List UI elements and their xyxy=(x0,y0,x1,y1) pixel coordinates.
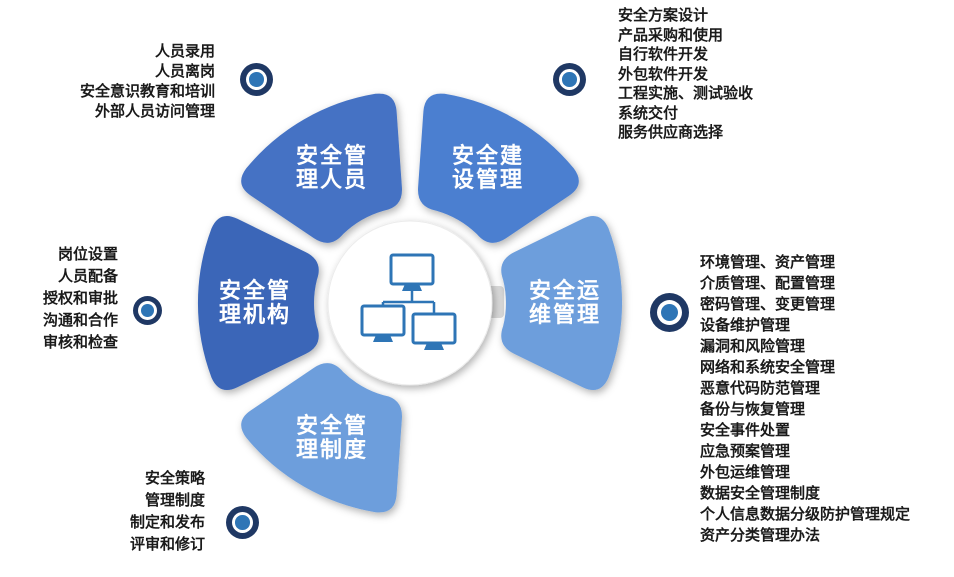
petal-label-security-institution: 安全管 理制度 xyxy=(296,414,368,462)
list-item: 环境管理、资产管理 xyxy=(700,254,836,271)
list-item: 应急预案管理 xyxy=(700,443,791,460)
list-item: 外部人员访问管理 xyxy=(94,103,215,120)
petal-security-organization xyxy=(197,215,319,391)
list-item: 漏洞和风险管理 xyxy=(700,338,806,355)
monitor-icon xyxy=(411,312,457,350)
list-item: 外包软件开发 xyxy=(618,65,709,83)
list-item: 网络和系统安全管理 xyxy=(700,359,836,376)
petal-label-line: 安全管 xyxy=(218,278,292,303)
list-item: 个人信息数据分级防护管理规定 xyxy=(700,506,911,523)
petal-label-line: 安全运 xyxy=(528,278,602,303)
list-item: 自行软件开发 xyxy=(618,46,709,63)
list-item: 安全策略 xyxy=(144,470,205,487)
list-item: 安全意识教育和培训 xyxy=(79,83,215,100)
petal-label-line: 安全建 xyxy=(451,143,525,168)
list-item: 人员录用 xyxy=(154,43,215,60)
petal-label-line: 维管理 xyxy=(528,302,602,327)
petal-label-line: 设管理 xyxy=(451,167,525,192)
list-item: 外包运维管理 xyxy=(700,464,791,481)
list-item: 授权和审批 xyxy=(42,290,118,307)
network-links xyxy=(381,284,436,315)
computer-network-icon xyxy=(360,253,457,350)
petal-label-security-construction: 安全建 设管理 xyxy=(452,144,524,192)
list-item: 恶意代码防范管理 xyxy=(700,380,821,397)
list-item: 审核和检查 xyxy=(42,334,118,351)
list-item: 人员离岗 xyxy=(154,63,215,80)
target-bullet-icon-personnel xyxy=(240,63,273,96)
petal-label-security-organization: 安全管 理机构 xyxy=(219,279,291,327)
list-item: 设备维护管理 xyxy=(700,317,791,334)
petal-label-line: 理机构 xyxy=(218,302,292,327)
list-item: 岗位设置 xyxy=(57,246,118,263)
list-item: 介质管理、配置管理 xyxy=(700,275,836,292)
petal-label-line: 理人员 xyxy=(295,167,369,192)
list-item: 评审和修订 xyxy=(129,536,205,553)
bullet-list-personnel: 人员录用人员离岗安全意识教育和培训外部人员访问管理 xyxy=(80,42,215,122)
list-item: 产品采购和使用 xyxy=(618,26,724,44)
petal-security-personnel xyxy=(241,93,402,243)
target-bullet-icon-operations xyxy=(650,293,689,332)
list-item: 管理制度 xyxy=(144,492,205,509)
petal-security-construction xyxy=(418,93,579,243)
bullet-list-operations: 环境管理、资产管理介质管理、配置管理密码管理、变更管理设备维护管理漏洞和风险管理… xyxy=(700,252,910,546)
list-item: 安全方案设计 xyxy=(618,7,709,24)
petal-label-security-personnel: 安全管 理人员 xyxy=(296,144,368,192)
petal-label-security-operations: 安全运 维管理 xyxy=(529,279,601,327)
bullet-list-organization: 岗位设置人员配备授权和审批沟通和合作审核和检查 xyxy=(43,244,118,354)
petal-ring xyxy=(197,93,623,513)
petal-label-line: 理制度 xyxy=(295,437,369,462)
list-item: 资产分类管理办法 xyxy=(700,527,821,544)
list-item: 制定和发布 xyxy=(129,514,205,531)
list-item: 人员配备 xyxy=(57,268,118,285)
list-item: 备份与恢复管理 xyxy=(700,401,806,418)
monitor-icon xyxy=(389,253,435,291)
target-bullet-icon-construction xyxy=(553,63,586,96)
list-item: 服务供应商选择 xyxy=(618,124,724,141)
target-bullet-icon-organization xyxy=(133,296,162,325)
list-item: 工程实施、测试验收 xyxy=(618,85,754,102)
petal-security-institution xyxy=(241,363,402,513)
bullet-list-construction: 安全方案设计产品采购和使用自行软件开发外包软件开发工程实施、测试验收系统交付服务… xyxy=(618,6,753,143)
petal-label-line: 安全管 xyxy=(295,143,369,168)
petal-label-line: 安全管 xyxy=(295,413,369,438)
list-item: 系统交付 xyxy=(618,104,679,122)
bullet-list-institution: 安全策略管理制度制定和发布评审和修订 xyxy=(130,468,205,556)
target-bullet-icon-institution xyxy=(226,506,259,539)
list-item: 数据安全管理制度 xyxy=(700,485,821,502)
monitor-icon xyxy=(360,304,406,342)
petal-security-operations xyxy=(501,215,623,391)
list-item: 沟通和合作 xyxy=(42,312,118,329)
list-item: 密码管理、变更管理 xyxy=(700,296,836,313)
list-item: 安全事件处置 xyxy=(700,422,791,439)
